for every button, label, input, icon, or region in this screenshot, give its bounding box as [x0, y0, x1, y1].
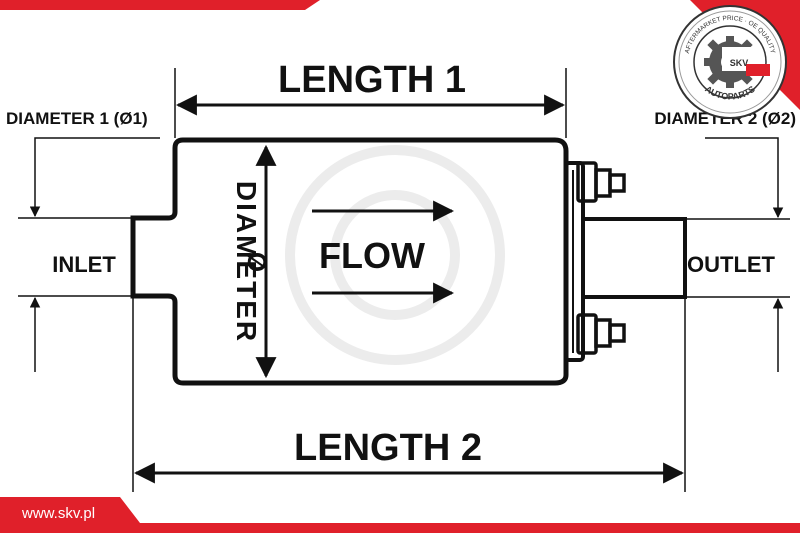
diameter1-label: DIAMETER 1 (Ø1): [6, 109, 148, 128]
outlet-pipe: [581, 217, 687, 299]
watermark-gear-icon: [285, 145, 505, 365]
length2-label: LENGTH 2: [294, 427, 482, 469]
bottom-red-banner: [0, 497, 800, 533]
top-red-banner: [0, 0, 320, 10]
diameter-vertical-label: DIAMETER: [231, 181, 262, 343]
outlet-label: OUTLET: [687, 252, 776, 277]
upper-terminal: [576, 161, 626, 203]
website-url[interactable]: www.skv.pl: [22, 505, 96, 522]
logo-brand-text: SKV: [730, 58, 749, 68]
outlet-flange: [564, 161, 585, 362]
pump-body-outline: [130, 137, 569, 386]
skv-logo: SKV AFTERMARKET PRICE · OE QUALITY AUTOP…: [673, 5, 787, 119]
diameter-symbol: Ø: [242, 252, 272, 272]
lower-terminal: [576, 313, 626, 355]
inlet-label: INLET: [52, 252, 116, 277]
flow-label: FLOW: [319, 235, 425, 276]
length1-label: LENGTH 1: [278, 59, 466, 101]
